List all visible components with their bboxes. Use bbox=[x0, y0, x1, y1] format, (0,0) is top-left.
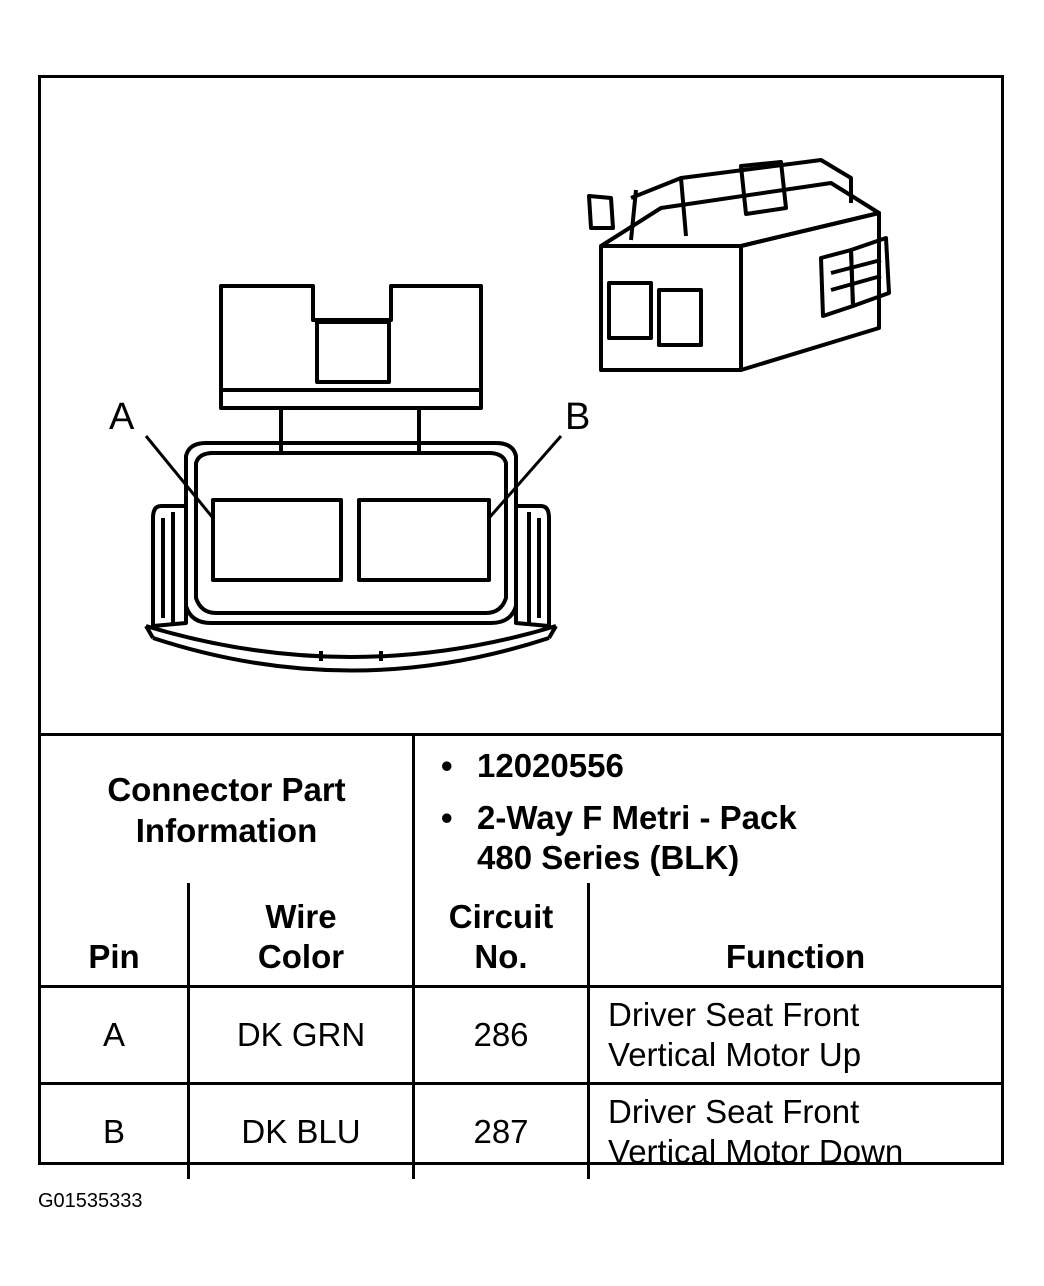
connector-iso-view bbox=[587, 158, 891, 372]
cell-function: Driver Seat Front Vertical Motor Down bbox=[587, 1082, 1001, 1179]
header-wire-line2: Color bbox=[257, 938, 345, 975]
table-header-row: Pin Wire Color Circuit No. Function bbox=[41, 883, 1001, 988]
pin-label-a: A bbox=[109, 396, 135, 438]
connector-part-info: Connector Part Information • 12020556 • … bbox=[41, 733, 1001, 883]
bullet-marker: • bbox=[441, 799, 453, 836]
part-description-item: • 2-Way F Metri - Pack 480 Series (BLK) bbox=[441, 798, 1001, 878]
cavity-b bbox=[357, 498, 491, 582]
table-row: A DK GRN 286 Driver Seat Front Vertical … bbox=[41, 985, 1001, 1085]
part-description-line1: 2-Way F Metri - Pack bbox=[477, 799, 797, 836]
header-function-text: Function bbox=[725, 938, 866, 975]
cell-wire-color: DK GRN bbox=[187, 985, 415, 1085]
header-pin-text: Pin bbox=[88, 938, 140, 975]
cell-pin: B bbox=[41, 1082, 190, 1179]
connector-face-view bbox=[144, 158, 891, 673]
connector-figure-frame: A B Connector Part Information • 1202055… bbox=[38, 75, 1004, 1179]
pin-label-b: B bbox=[565, 396, 591, 438]
cell-function: Driver Seat Front Vertical Motor Up bbox=[587, 985, 1001, 1085]
part-description-line2: 480 Series (BLK) bbox=[477, 839, 740, 876]
connector-diagram: A B bbox=[41, 78, 1001, 733]
header-pin: Pin bbox=[41, 883, 190, 988]
cavity-a bbox=[211, 498, 343, 582]
table-row: B DK BLU 287 Driver Seat Front Vertical … bbox=[41, 1082, 1001, 1179]
part-info-label: Connector Part Information bbox=[41, 736, 415, 883]
header-circuit-line1: Circuit bbox=[448, 898, 554, 935]
function-line2: Vertical Motor Down bbox=[608, 1133, 904, 1170]
function-line1: Driver Seat Front bbox=[608, 996, 860, 1033]
cell-circuit: 287 bbox=[412, 1082, 590, 1179]
header-circuit-no: Circuit No. bbox=[412, 883, 590, 988]
function-line1: Driver Seat Front bbox=[608, 1093, 860, 1130]
part-info-label-line2: Information bbox=[135, 811, 318, 849]
header-function: Function bbox=[587, 883, 1001, 988]
cell-circuit: 286 bbox=[412, 985, 590, 1085]
part-info-label-line1: Connector Part bbox=[107, 770, 346, 808]
cell-pin: A bbox=[41, 985, 190, 1085]
cell-wire-color: DK BLU bbox=[187, 1082, 415, 1179]
pinout-table: Pin Wire Color Circuit No. Function A DK… bbox=[41, 883, 1001, 1179]
header-circuit-line2: No. bbox=[474, 938, 528, 975]
function-line2: Vertical Motor Up bbox=[608, 1036, 862, 1073]
part-info-values: • 12020556 • 2-Way F Metri - Pack 480 Se… bbox=[415, 736, 1001, 883]
part-number: 12020556 bbox=[477, 747, 624, 784]
header-wire-color: Wire Color bbox=[187, 883, 415, 988]
figure-id: G01535333 bbox=[38, 1190, 143, 1212]
header-wire-line1: Wire bbox=[265, 898, 337, 935]
part-number-item: • 12020556 bbox=[441, 746, 1001, 786]
bullet-marker: • bbox=[441, 747, 453, 784]
